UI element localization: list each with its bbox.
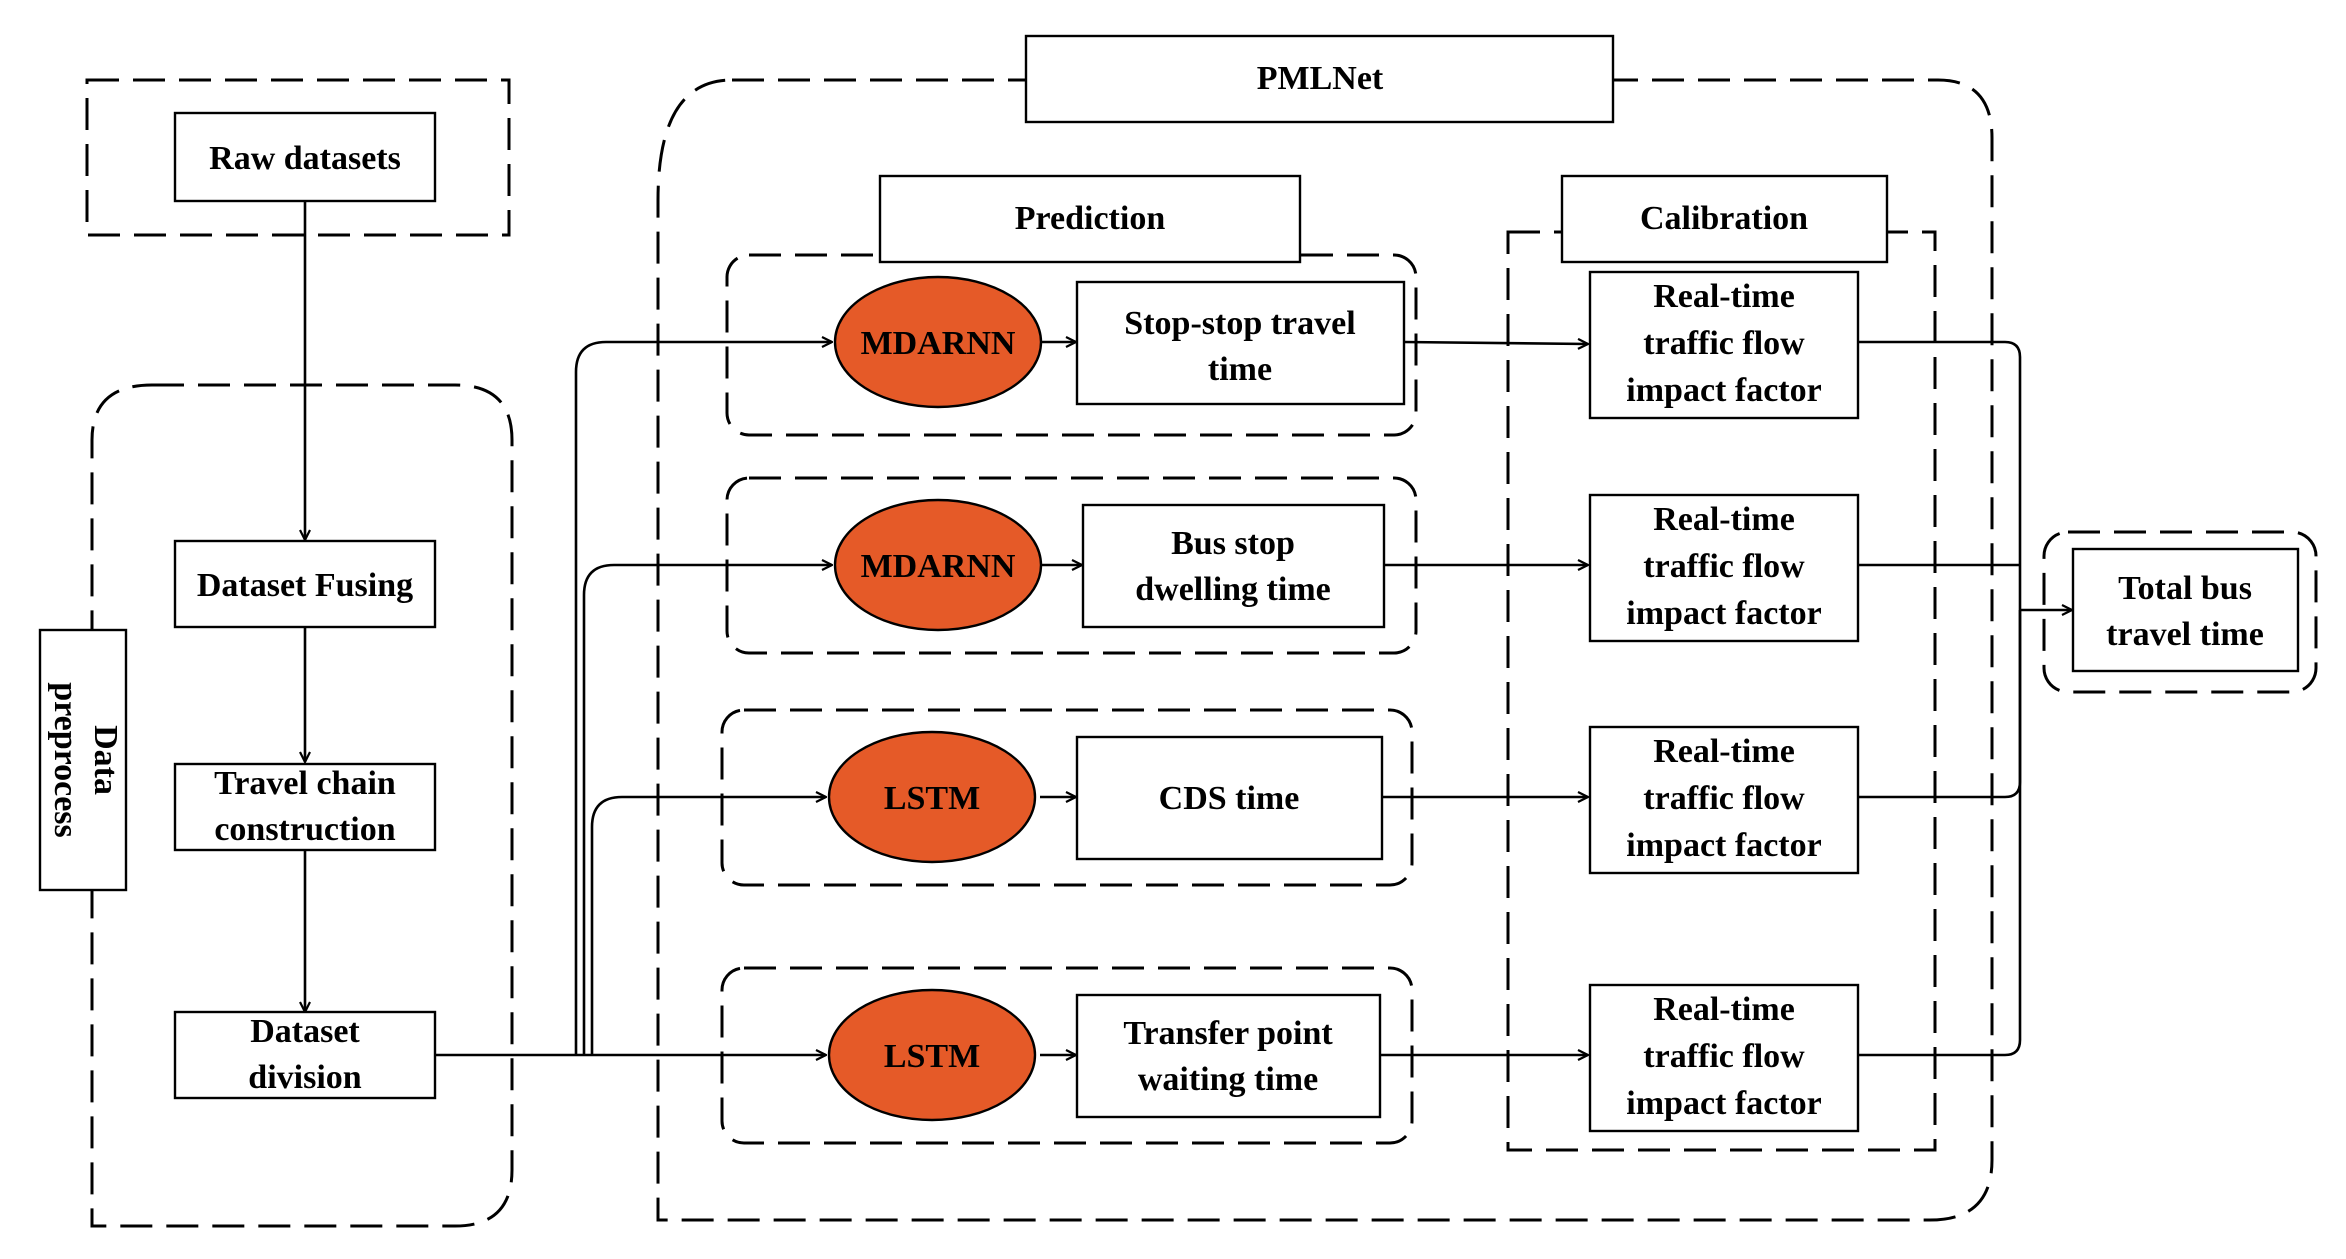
factor-label-4-line-3: impact factor [1626, 1085, 1821, 1122]
factor-box-4 [1588, 983, 1860, 1133]
raw-datasets-group [85, 78, 511, 237]
output-label-2-line-1: Bus stop [1171, 525, 1295, 562]
output-label-2-line-2: dwelling time [1135, 571, 1330, 608]
factor-label-1-line-3: impact factor [1626, 372, 1821, 409]
factor-box-2 [1588, 493, 1860, 643]
dataset-division-label-line-2: division [248, 1059, 361, 1096]
travel-chain-label-line-2: construction [214, 811, 395, 848]
factor-label-2-line-1: Real-time [1653, 501, 1795, 538]
factor-label-2-line-3: impact factor [1626, 595, 1821, 632]
arrow-output-1-to-factor [1403, 342, 1588, 344]
output-label-4-line-1: Transfer point [1123, 1015, 1333, 1052]
connectors [305, 200, 2072, 1055]
result-label-line-1: Total bus [2118, 570, 2252, 607]
factor-label-1-line-1: Real-time [1653, 278, 1795, 315]
factor-label-3-line-1: Real-time [1653, 733, 1795, 770]
output-label-1-line-2: time [1208, 351, 1272, 388]
model-oval-4 [827, 988, 1037, 1122]
data-preprocess-label: Data preprocess [47, 682, 124, 838]
arrow-division-to-branch-1 [574, 342, 832, 1055]
line-factor-3-to-merge [1858, 610, 2022, 799]
calibration-title-box [1560, 174, 1889, 264]
raw-datasets-label: Raw datasets [209, 140, 401, 177]
output-box-4 [1075, 993, 1382, 1119]
prediction-title: Prediction [1015, 200, 1166, 237]
pmlnet-title-box [1024, 34, 1615, 124]
output-label-4-line-2: waiting time [1138, 1061, 1318, 1098]
data-preprocess-label-line-1: Data [87, 725, 124, 795]
line-factor-4-to-merge [1858, 610, 2022, 1057]
model-label-4: LSTM [884, 1038, 980, 1075]
raw-datasets-box [173, 111, 437, 203]
output-label-1-line-1: Stop-stop travel [1124, 305, 1355, 342]
model-oval-1 [833, 275, 1043, 409]
data-preprocess-group [90, 383, 514, 1228]
factor-box-3 [1588, 725, 1860, 875]
data-preprocess-label-box [38, 628, 128, 892]
calibration-title: Calibration [1640, 200, 1808, 237]
output-box-2 [1081, 503, 1386, 629]
prediction-title-box [878, 174, 1302, 264]
pmlnet-group [656, 78, 1994, 1222]
model-label-3: LSTM [884, 780, 980, 817]
factor-label-4-line-1: Real-time [1653, 991, 1795, 1028]
pmlnet-title: PMLNet [1257, 60, 1384, 97]
arrow-division-to-branch-2 [582, 565, 832, 1055]
result-group [2042, 530, 2318, 694]
line-factor-1-to-merge [1858, 340, 2022, 610]
dataset-fusing-label: Dataset Fusing [197, 567, 413, 604]
data-preprocess-label-line-2: preprocess [47, 682, 84, 838]
result-label-line-2: travel time [2106, 616, 2264, 653]
result-box [2071, 547, 2300, 673]
arrow-division-to-branch-3 [590, 797, 826, 1055]
output-label-3-line-1: CDS time [1159, 780, 1300, 817]
travel-chain-box [173, 762, 437, 852]
factor-label-3-line-3: impact factor [1626, 827, 1821, 864]
factor-label-1-line-2: traffic flow [1643, 325, 1805, 362]
model-oval-3 [827, 730, 1037, 864]
factor-label-4-line-2: traffic flow [1643, 1038, 1805, 1075]
output-box-3 [1075, 735, 1384, 861]
factor-label-3-line-2: traffic flow [1643, 780, 1805, 817]
model-label-1: MDARNN [861, 325, 1016, 362]
factor-box-1 [1588, 270, 1860, 420]
factor-label-2-line-2: traffic flow [1643, 548, 1805, 585]
output-box-1 [1075, 280, 1406, 406]
model-label-2: MDARNN [861, 548, 1016, 585]
travel-chain-label-line-1: Travel chain [214, 765, 396, 802]
dataset-division-box [173, 1010, 437, 1100]
dataset-fusing-box [173, 539, 437, 629]
model-oval-2 [833, 498, 1043, 632]
dataset-division-label-line-1: Dataset [250, 1013, 360, 1050]
